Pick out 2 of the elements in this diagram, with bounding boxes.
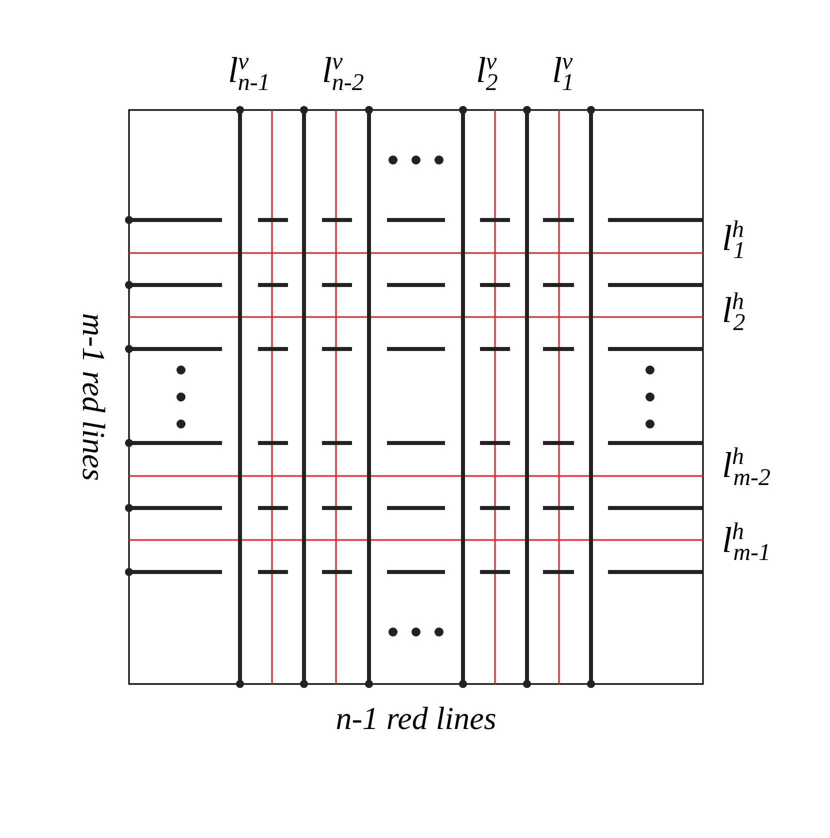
axis-caption: m-1 red lines <box>78 313 110 481</box>
axis-caption: n-1 red lines <box>336 702 496 734</box>
